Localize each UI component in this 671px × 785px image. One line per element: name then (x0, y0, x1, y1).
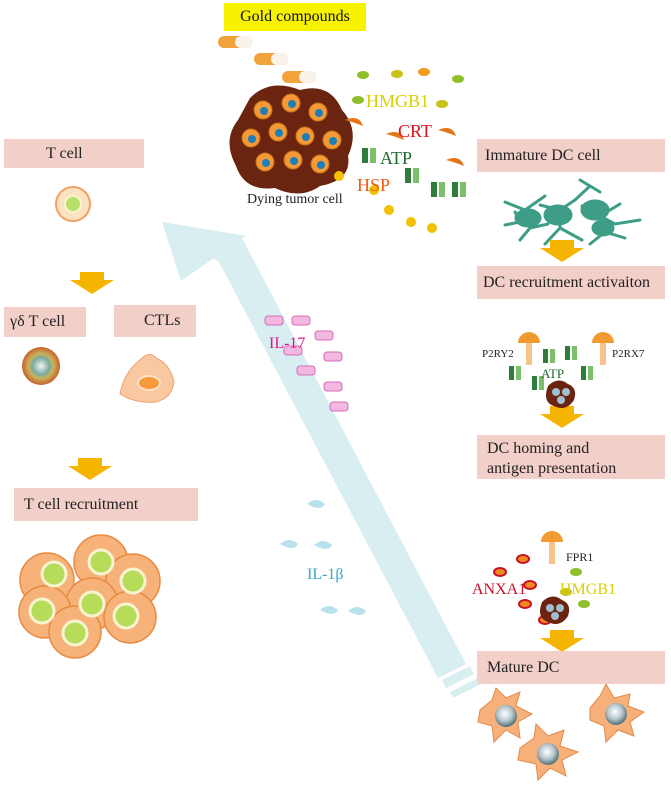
dc-recruitment-label: DC recruitment activaiton (483, 273, 651, 291)
mature-dc-label: Mature DC (487, 658, 560, 676)
t-cell-recruitment-label: T cell recruitment (24, 495, 139, 513)
t-cell-box: T cell (4, 139, 144, 168)
mature-dc-cells (477, 682, 646, 782)
fpr1-label: FPR1 (566, 550, 594, 564)
mature-hmgb1-label: HMGB1 (560, 581, 617, 598)
gd-t-cell-label: γδ T cell (10, 313, 66, 330)
dying-tumor-cell-label: Dying tumor cell (247, 192, 343, 207)
dc-homing-box: DC homing and antigen presentation (477, 435, 665, 479)
p2ry2-label: P2RY2 (482, 348, 514, 360)
p2rx7-label: P2RX7 (612, 348, 645, 360)
gd-t-cell (22, 347, 60, 385)
dc-homing-line2: antigen presentation (487, 460, 617, 477)
gold-compounds-box: Gold compounds (224, 3, 366, 31)
immature-dc-label: Immature DC cell (485, 146, 601, 164)
t-cell-recruitment-box: T cell recruitment (14, 488, 198, 521)
il17-label: IL-17 (269, 335, 306, 352)
immature-dc-cells (503, 178, 642, 246)
p2-receptors (518, 332, 614, 365)
fpr1-receptor (541, 531, 563, 564)
il1b-particles (280, 500, 366, 615)
ctls-box: CTLs (114, 305, 196, 337)
t-cell-label: T cell (46, 144, 83, 162)
gd-t-cell-box: γδ T cell (4, 307, 86, 337)
ctls-label: CTLs (144, 312, 181, 329)
dc-homing-line1: DC homing and (487, 440, 590, 457)
atp-particles (362, 148, 466, 197)
hsp-particles (334, 171, 437, 233)
mature-hmgb1-particles (560, 568, 590, 608)
t-cell-cluster (18, 534, 161, 659)
hmgb1-particles (352, 68, 464, 108)
immature-dc-box: Immature DC cell (477, 139, 665, 172)
atp-label: ATP (380, 148, 413, 168)
big-diagonal-arrow (162, 222, 481, 698)
mature-dc-box: Mature DC (477, 651, 665, 684)
dc-small-tumor-2 (540, 596, 570, 624)
ctl-cell (119, 354, 175, 403)
il17-particles (264, 315, 349, 412)
dc-atp-particles (509, 346, 593, 390)
hsp-label: HSP (357, 175, 391, 195)
right-arrows (540, 240, 584, 652)
dying-tumor-cell (229, 85, 353, 194)
dc-recruitment-box: DC recruitment activaiton (477, 266, 665, 299)
gold-capsules (218, 36, 316, 83)
crt-label: CRT (398, 121, 432, 141)
hmgb1-label: HMGB1 (366, 91, 430, 111)
anxa1-particles (493, 554, 552, 625)
il1b-label: IL-1β (307, 566, 344, 583)
crt-particles (345, 118, 464, 166)
dc-atp-label: ATP (541, 366, 565, 381)
anxa1-label: ANXA1 (472, 581, 527, 598)
dc-small-tumor-1 (546, 380, 576, 408)
left-arrows (68, 272, 114, 480)
t-cell-single (55, 186, 91, 222)
